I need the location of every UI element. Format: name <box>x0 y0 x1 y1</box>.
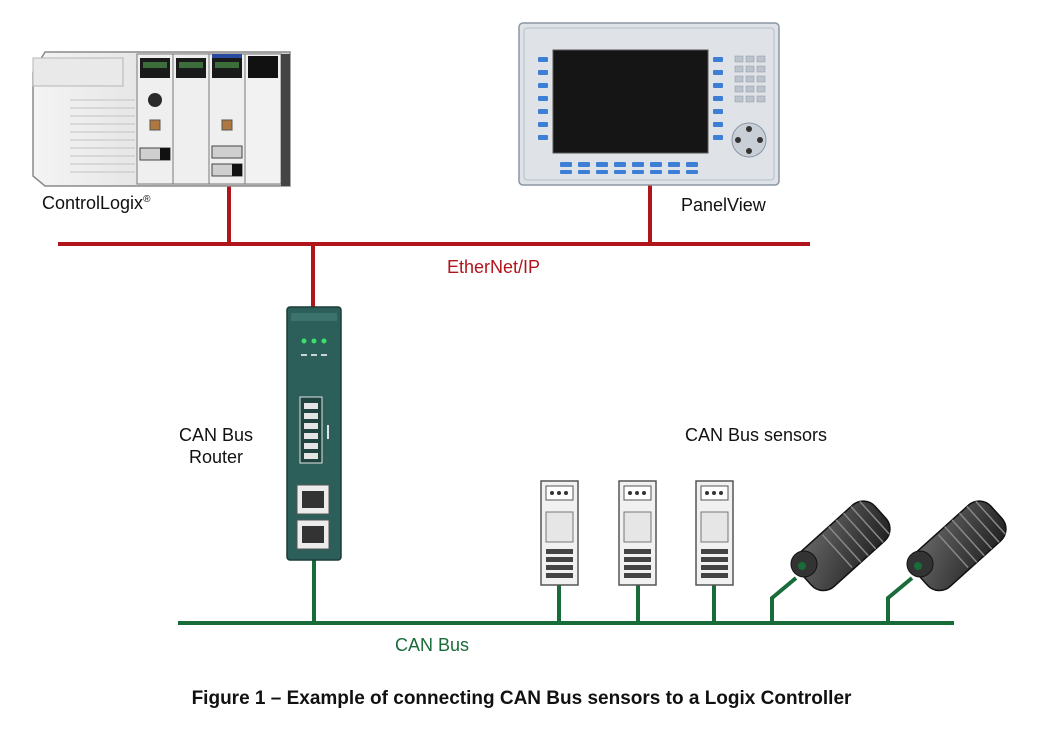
can-sensor-4 <box>790 500 891 592</box>
can-bus-network <box>178 558 954 625</box>
sensor-1-drop-line <box>557 584 561 623</box>
figure-caption: Figure 1 – Example of connecting CAN Bus… <box>191 688 852 709</box>
can-bus-label: CAN Bus <box>395 635 470 655</box>
can-bus-router <box>286 306 342 561</box>
router-ethernet-drop-line <box>311 244 315 308</box>
sensor-3-drop-line <box>712 584 716 623</box>
sensor-5-drop-line <box>886 576 914 623</box>
controllogix-drop-line <box>227 185 231 244</box>
sensor-4-drop-line <box>770 576 798 623</box>
router-label: CAN Bus Router <box>168 424 264 468</box>
sensors-label: CAN Bus sensors <box>685 425 828 445</box>
router-label-line-2: Router <box>188 447 244 467</box>
controllogix-chassis <box>32 51 291 187</box>
ethernet-network <box>58 185 810 308</box>
ethernet-label: EtherNet/IP <box>447 257 541 277</box>
can-sensor-1 <box>540 480 579 586</box>
ethernet-bus-line <box>58 242 810 246</box>
panelview-drop-line <box>648 185 652 244</box>
controllogix-label: ControlLogix® <box>42 193 151 213</box>
panelview-label: PanelView <box>681 195 766 215</box>
can-sensor-3 <box>695 480 734 586</box>
router-label-line-1: CAN Bus <box>178 425 254 445</box>
router-can-drop-line <box>312 558 316 623</box>
sensor-2-drop-line <box>636 584 640 623</box>
can-bus-line <box>178 621 954 625</box>
can-sensor-2 <box>618 480 657 586</box>
panelview-terminal <box>518 22 780 186</box>
can-sensor-5 <box>906 500 1007 592</box>
